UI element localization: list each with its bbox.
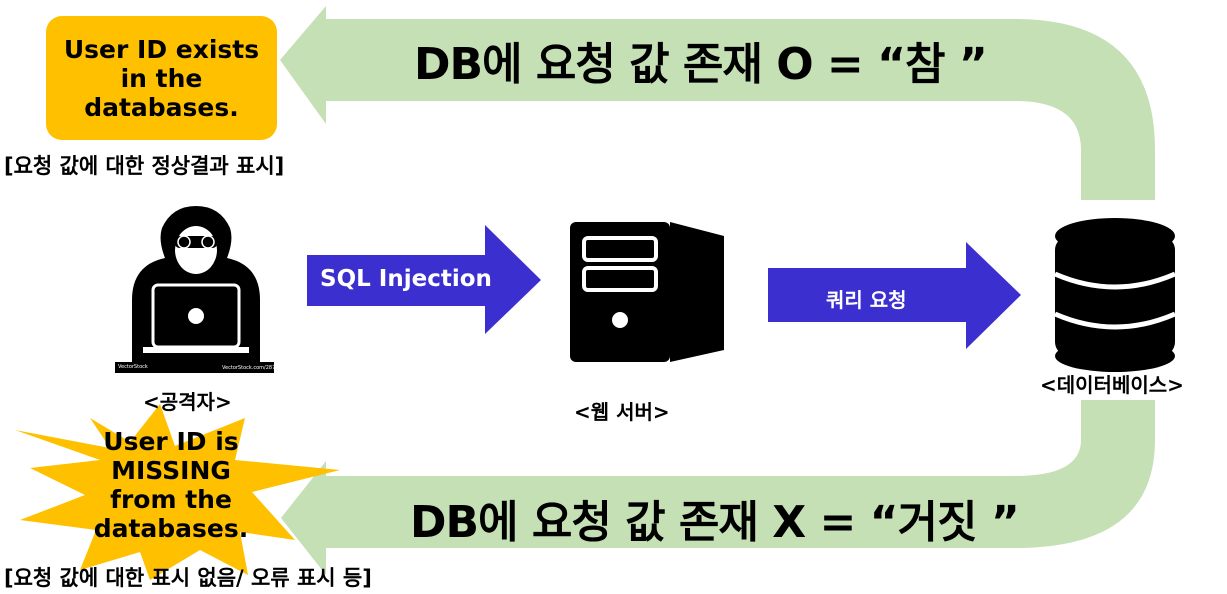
attacker-label: <공격자> bbox=[143, 390, 232, 414]
sql-injection-label: SQL Injection bbox=[320, 266, 492, 292]
false-flow-arrow bbox=[281, 400, 1155, 575]
query-arrow bbox=[768, 242, 1021, 349]
web-server-label: <웹 서버> bbox=[574, 400, 670, 424]
database-label: <데이터베이스> bbox=[1040, 373, 1184, 397]
true-result-caption: [요청 값에 대한 정상결과 표시] bbox=[4, 154, 285, 178]
image-credit-right: VectorStock.com/28799857 bbox=[222, 365, 292, 371]
user-exists-text: User ID exists in the databases. bbox=[63, 34, 260, 122]
server-icon bbox=[570, 222, 724, 362]
false-result-caption: [요청 값에 대한 표시 없음/ 오류 표시 등] bbox=[4, 566, 372, 590]
user-missing-text: User ID is MISSING from the databases. bbox=[93, 427, 249, 543]
missing-starburst bbox=[15, 404, 340, 580]
sql-injection-arrow bbox=[307, 225, 541, 334]
image-credit-left: VectorStock bbox=[118, 364, 148, 370]
query-label: 쿼리 요청 bbox=[826, 288, 907, 312]
true-flow-label: DB에 요청 값 존재 O = “참 ” bbox=[414, 39, 988, 90]
true-flow-arrow bbox=[280, 6, 1155, 200]
user-exists-box: User ID exists in the databases. bbox=[46, 16, 277, 140]
false-flow-label: DB에 요청 값 존재 X = “거짓 ” bbox=[410, 497, 1020, 548]
hacker-icon bbox=[115, 206, 274, 373]
database-icon bbox=[1054, 218, 1176, 372]
